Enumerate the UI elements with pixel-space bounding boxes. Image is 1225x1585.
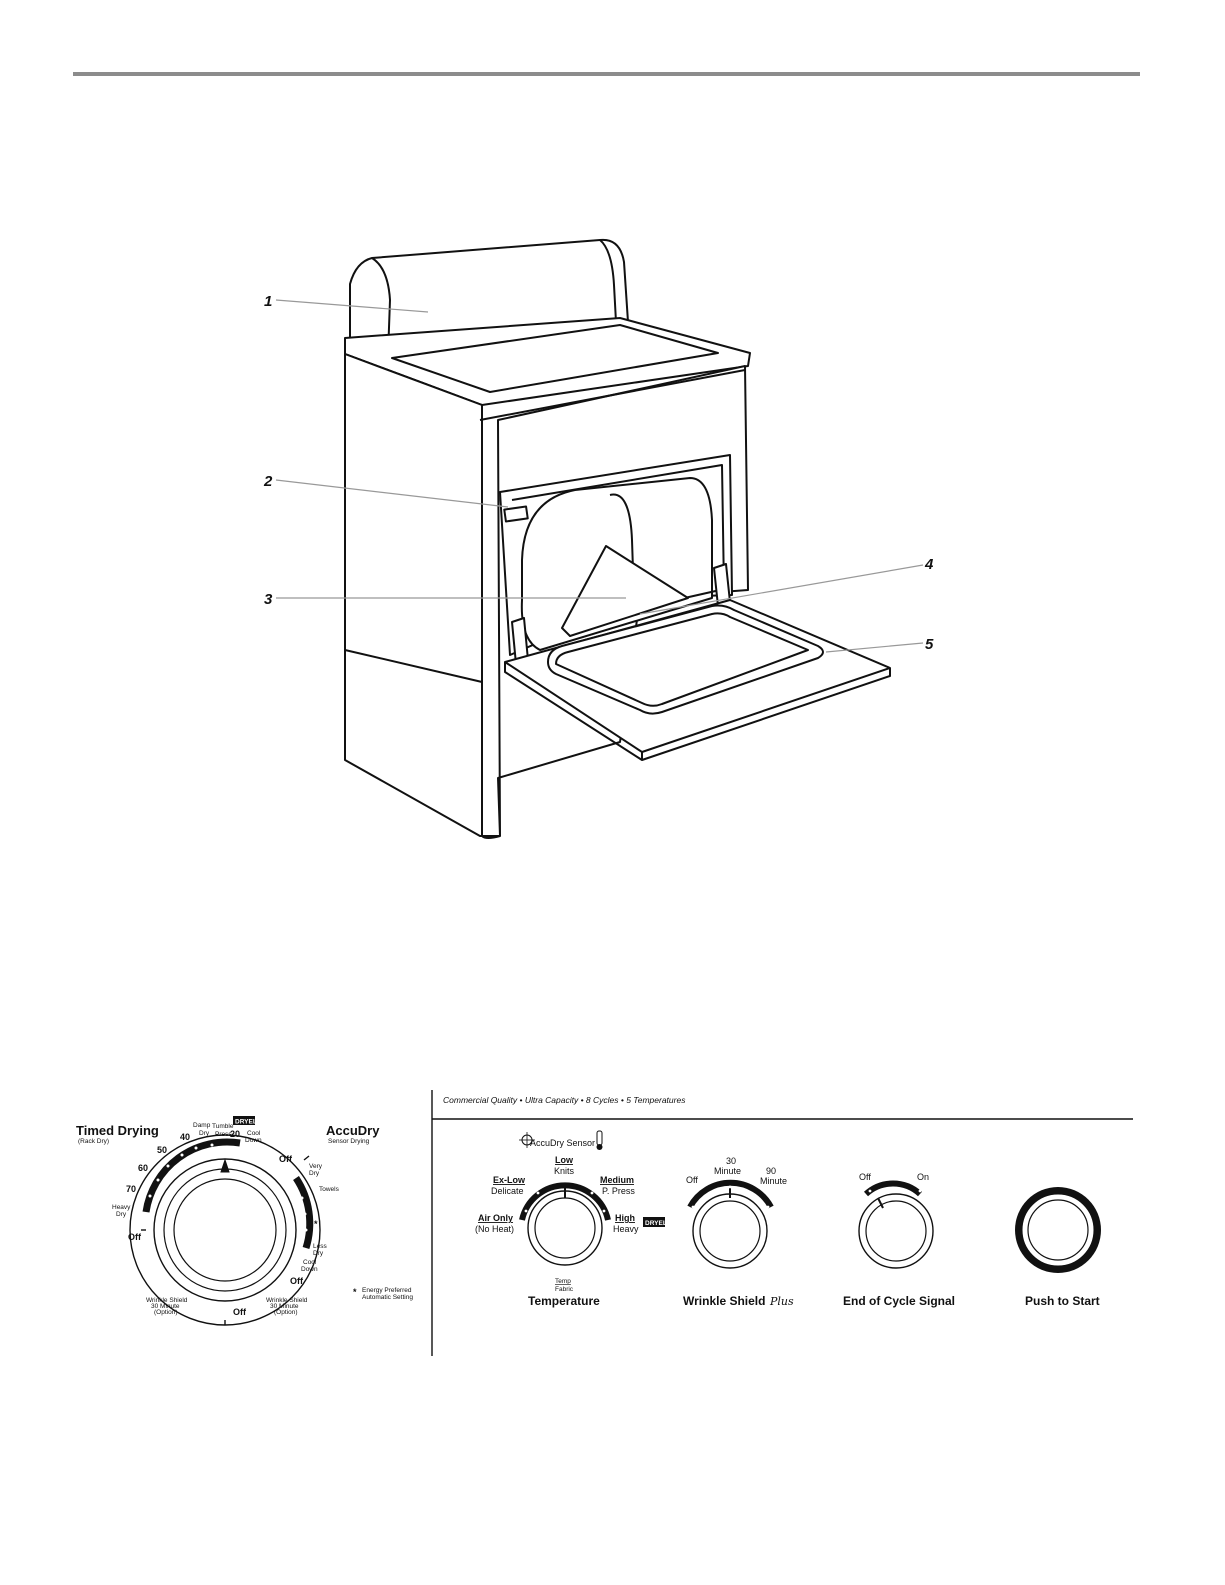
temp-air-only: Air Only xyxy=(478,1213,513,1223)
sensor-drying-sub: Sensor Drying xyxy=(328,1138,370,1145)
accudry-heading: AccuDry xyxy=(326,1123,380,1138)
wrinkle-right-3: (Option) xyxy=(274,1309,297,1316)
temp-low: Low xyxy=(555,1155,574,1165)
heavy-dry-label: Dry xyxy=(116,1211,127,1218)
push-to-start-button[interactable] xyxy=(1015,1187,1101,1273)
dial-20: 20 xyxy=(230,1129,240,1139)
dryel-logo-text: DRYEL xyxy=(235,1119,257,1126)
temp-high: High xyxy=(615,1213,635,1223)
very-dry-label: Dry xyxy=(309,1170,320,1177)
less-dry-label: Dry xyxy=(313,1250,324,1257)
temp-temp: Temp xyxy=(555,1278,571,1285)
cool-label-top: Cool xyxy=(247,1130,261,1137)
less-label: Less xyxy=(313,1243,327,1250)
temp-fabric: Fabric xyxy=(555,1286,574,1293)
accudry-sensor-label: AccuDry Sensor xyxy=(530,1138,595,1148)
wrinkle-90-minute: Minute xyxy=(760,1176,787,1186)
temp-no-heat: (No Heat) xyxy=(475,1224,514,1234)
wrinkle-off: Off xyxy=(686,1175,698,1185)
dial-50: 50 xyxy=(157,1145,167,1155)
towels-label: Towels xyxy=(319,1186,340,1193)
dryer-illustration: 1 2 3 4 5 xyxy=(263,238,934,839)
temp-dryel-logo xyxy=(643,1217,665,1227)
wrinkle-30: 30 xyxy=(726,1156,736,1166)
heavy-label: Heavy xyxy=(112,1204,131,1211)
temperature-knob[interactable] xyxy=(519,1182,611,1266)
energy-note-2: Automatic Setting xyxy=(362,1294,413,1301)
callout-5: 5 xyxy=(925,636,934,653)
lint-screen xyxy=(561,545,689,637)
wrinkle-30-minute: Minute xyxy=(714,1166,741,1176)
temp-medium: Medium xyxy=(600,1175,634,1185)
callout-3: 3 xyxy=(264,591,273,608)
push-to-start-label: Push to Start xyxy=(1025,1294,1100,1308)
temp-dryel-logo-text: DRYEL xyxy=(645,1220,667,1227)
wrinkle-90: 90 xyxy=(766,1166,776,1176)
top-rule xyxy=(73,72,1140,76)
temp-p-press: P. Press xyxy=(602,1186,635,1196)
temp-heavy: Heavy xyxy=(613,1224,639,1234)
door-inner xyxy=(547,604,824,715)
wrinkle-shield-knob[interactable] xyxy=(687,1179,774,1269)
callout-1: 1 xyxy=(264,293,272,310)
end-of-cycle-knob[interactable] xyxy=(858,1180,934,1269)
accudry-sensor-icon xyxy=(519,1130,603,1150)
timed-drying-heading: Timed Drying xyxy=(76,1123,159,1138)
callout-4: 4 xyxy=(924,556,934,573)
rack-dry-sub: (Rack Dry) xyxy=(78,1138,109,1145)
temp-ex-low: Ex-Low xyxy=(493,1175,526,1185)
off-label-4: Off xyxy=(233,1307,247,1317)
panel-tagline: Commercial Quality • Ultra Capacity • 8 … xyxy=(443,1095,686,1105)
very-label: Very xyxy=(309,1163,323,1170)
energy-note-1: Energy Preferred xyxy=(362,1287,412,1294)
dryel-logo xyxy=(233,1116,255,1125)
cycle-dial[interactable] xyxy=(129,1134,321,1326)
end-of-cycle-label: End of Cycle Signal xyxy=(843,1294,955,1308)
off-label-2: Off xyxy=(290,1276,304,1286)
dial-60: 60 xyxy=(138,1163,148,1173)
eoc-off: Off xyxy=(859,1172,871,1182)
eoc-on: On xyxy=(917,1172,929,1182)
wrinkle-shield-label: Wrinkle Shield xyxy=(683,1294,765,1308)
callout-2: 2 xyxy=(263,473,273,490)
pointer-icon xyxy=(220,1158,230,1173)
wrinkle-shield-plus: Plus xyxy=(769,1295,794,1308)
dial-40: 40 xyxy=(180,1132,190,1142)
damp-label: Damp xyxy=(193,1122,211,1129)
temperature-label: Temperature xyxy=(528,1294,600,1308)
dial-70: 70 xyxy=(126,1184,136,1194)
wrinkle-left-1: Wrinkle Shield xyxy=(146,1297,188,1304)
temp-knits: Knits xyxy=(554,1166,575,1176)
asterisk-note: * xyxy=(353,1287,357,1297)
tumble-label: Tumble xyxy=(212,1123,234,1130)
temp-delicate: Delicate xyxy=(491,1186,524,1196)
asterisk-mark: * xyxy=(314,1219,318,1229)
model-label xyxy=(503,505,529,523)
